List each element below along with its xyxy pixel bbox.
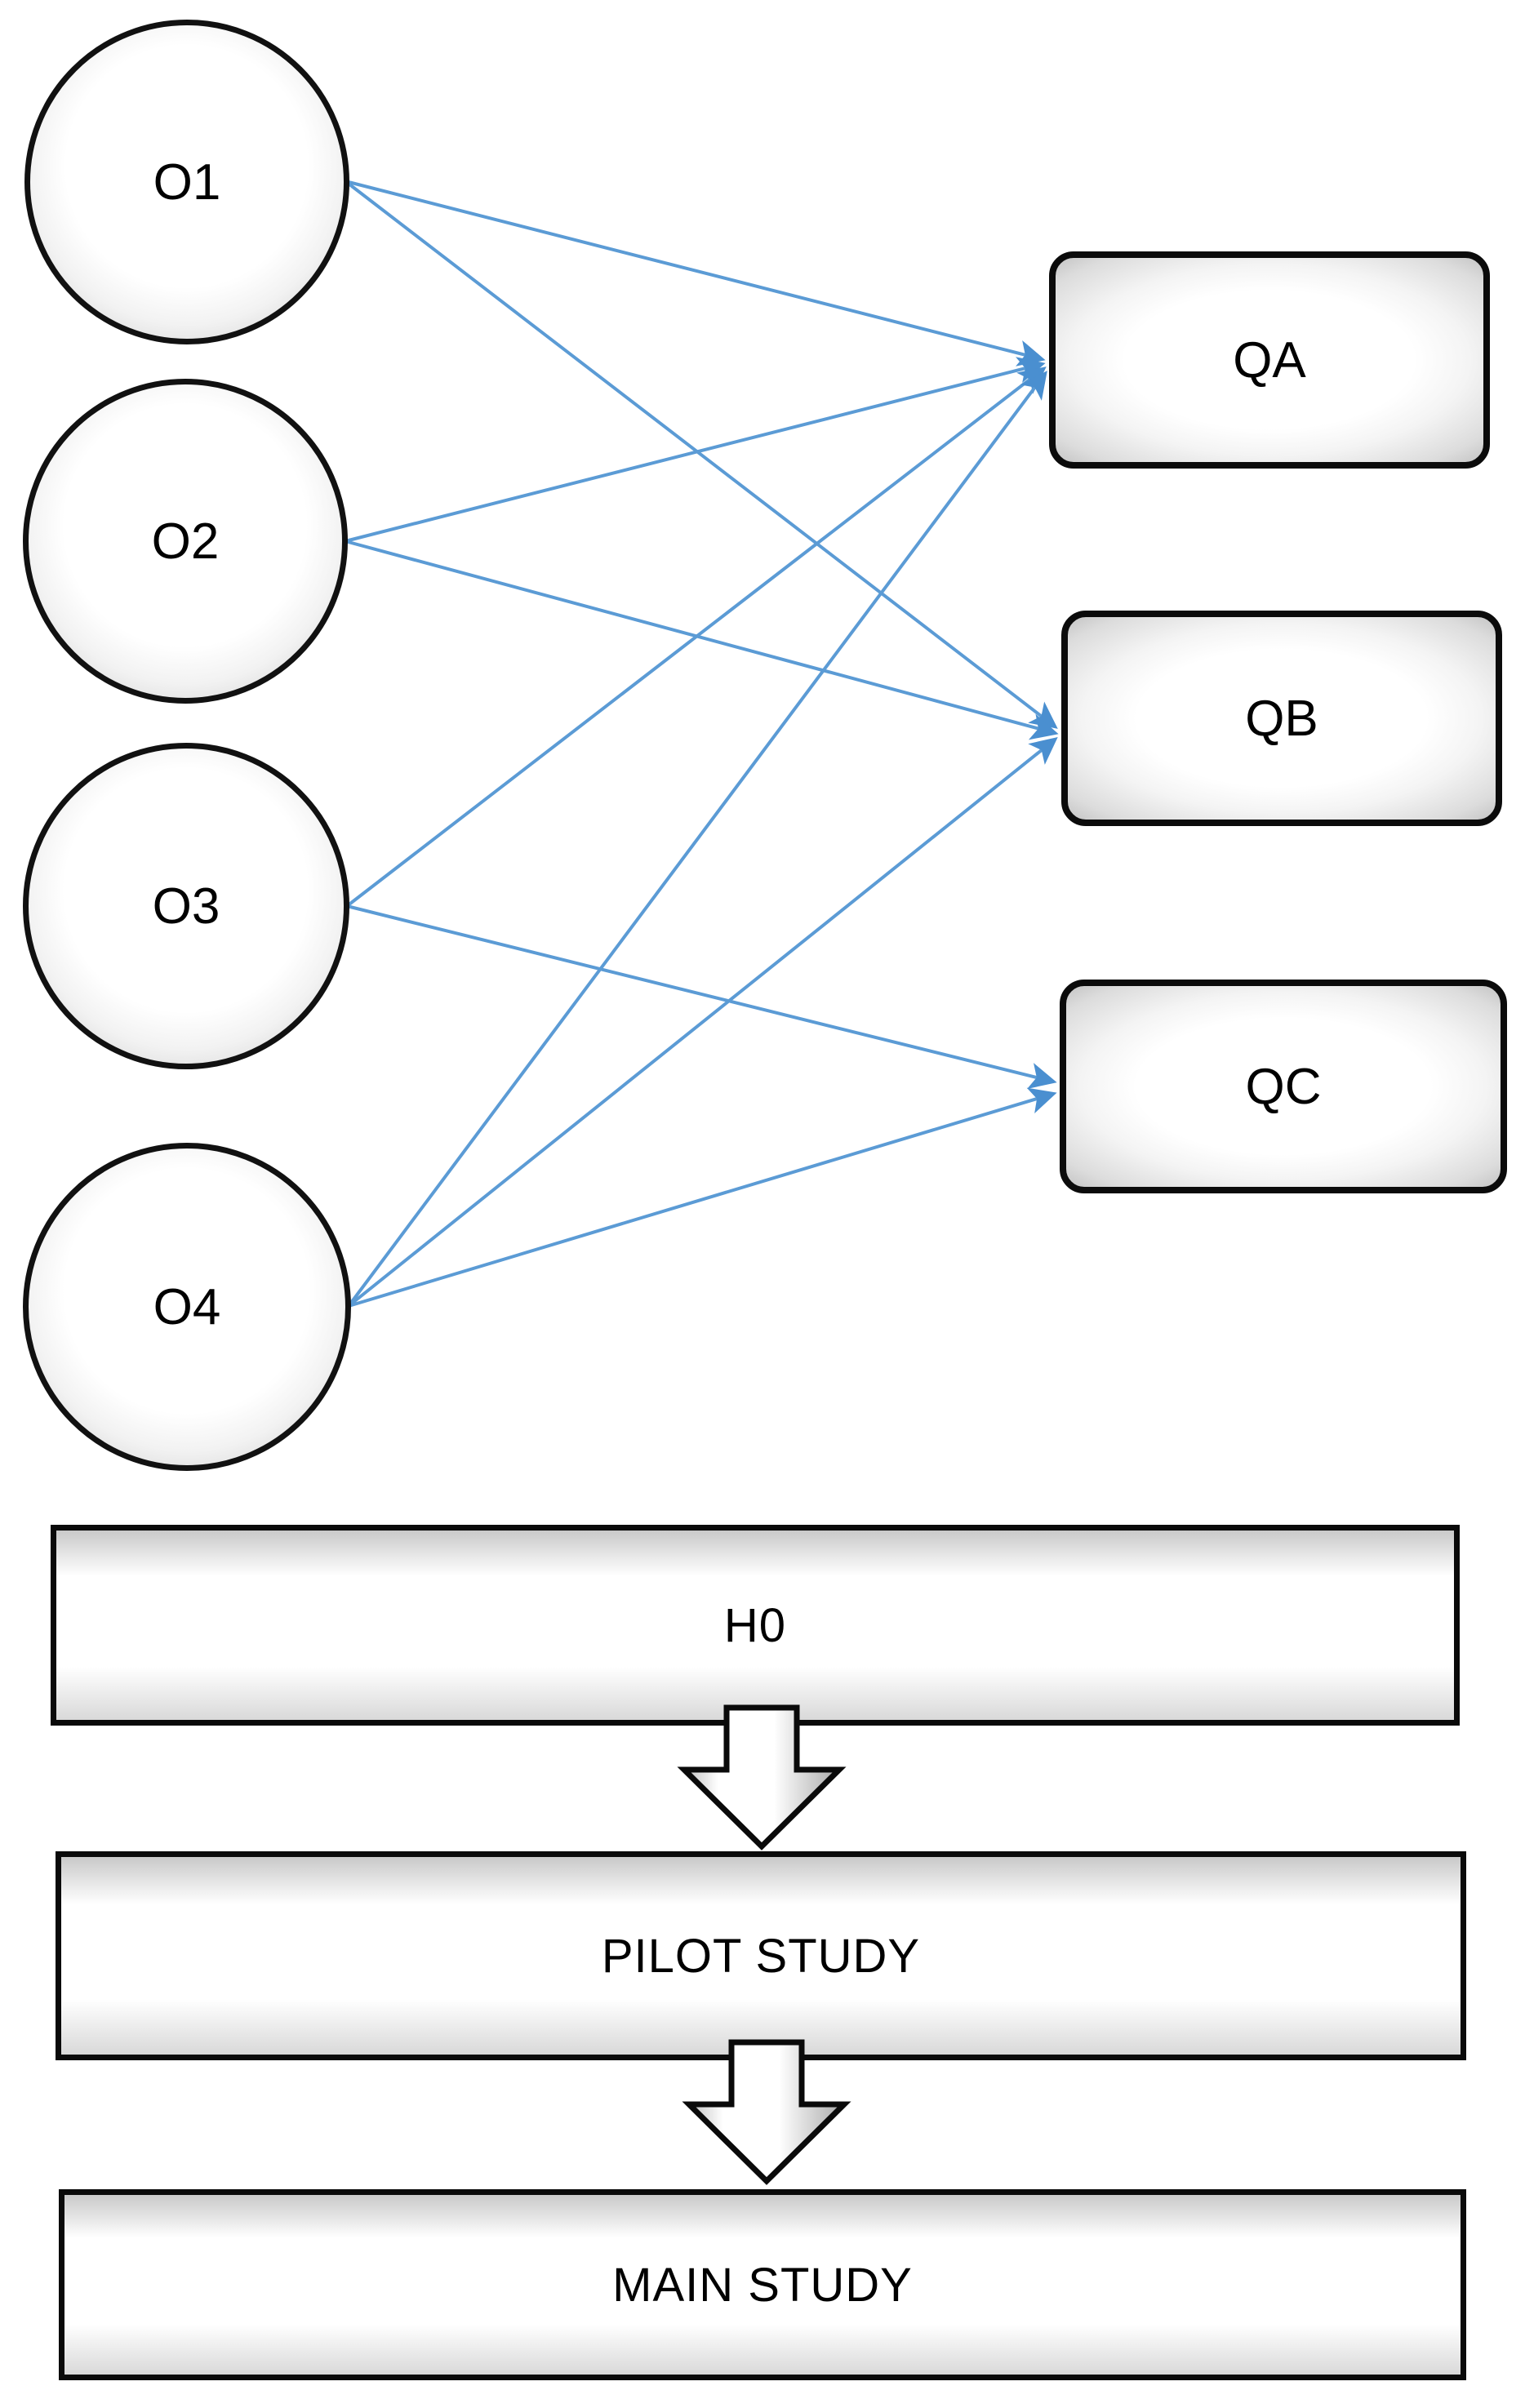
node-o2-label: O2 (151, 513, 220, 570)
node-qa-label: QA (1233, 331, 1306, 389)
node-o1-label: O1 (153, 153, 221, 211)
flow-step-pilot[interactable]: PILOT STUDY (56, 1851, 1466, 2060)
edge-o4-qc (348, 1087, 1057, 1308)
edge-o4-qa (347, 371, 1047, 1308)
node-o1[interactable]: O1 (24, 20, 349, 344)
flow-step-main-label: MAIN STUDY (612, 2258, 913, 2312)
edge-o1-qb (344, 180, 1058, 729)
edge-o2-qb (345, 540, 1059, 740)
node-qb[interactable]: QB (1061, 611, 1502, 826)
flow-arrow-h0-to-pilot (677, 1704, 847, 1850)
flow-arrow-pilot-to-main (682, 2039, 851, 2185)
flow-step-h0-label: H0 (723, 1598, 787, 1652)
node-o4-label: O4 (153, 1278, 221, 1335)
flow-step-pilot-label: PILOT STUDY (601, 1929, 921, 1983)
node-qc[interactable]: QC (1060, 980, 1507, 1193)
node-o2[interactable]: O2 (23, 379, 348, 704)
edge-o3-qa (345, 367, 1047, 908)
node-qb-label: QB (1245, 690, 1318, 747)
node-o3[interactable]: O3 (23, 743, 349, 1069)
node-o3-label: O3 (152, 877, 220, 935)
node-o4[interactable]: O4 (23, 1143, 351, 1471)
edge-o2-qa (345, 357, 1046, 543)
node-qa[interactable]: QA (1049, 251, 1490, 469)
edge-o3-qc (346, 904, 1057, 1089)
edge-o1-qa (345, 180, 1046, 367)
edge-o4-qb (347, 736, 1058, 1308)
node-qc-label: QC (1245, 1058, 1322, 1115)
flow-step-main[interactable]: MAIN STUDY (59, 2189, 1466, 2380)
